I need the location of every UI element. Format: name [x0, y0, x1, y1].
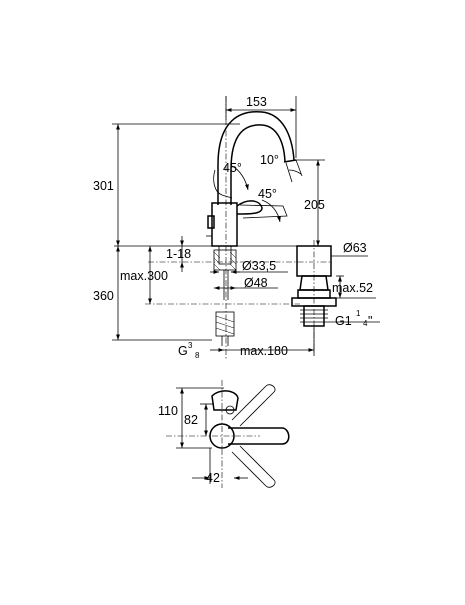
spout-outer [217, 111, 295, 205]
dim-max52: max.52 [332, 281, 373, 295]
dim-45-lower: 45° [258, 187, 277, 201]
dim-max300: max.300 [120, 269, 168, 283]
lever-45-outline [239, 204, 288, 219]
dim-1-18: 1-18 [166, 247, 191, 261]
angle-arc-10 [288, 169, 302, 175]
mounting-nut [213, 249, 237, 271]
dim-301: 301 [93, 179, 114, 193]
angle-arc-lower [261, 199, 281, 223]
dim-360: 360 [93, 289, 114, 303]
dim-g1-label: G1 [335, 314, 352, 328]
dim-g38-label: G [178, 344, 188, 358]
side-view: 153 301 45° 10° 45° 205 1-18 Ø63 Ø33,5 m… [93, 95, 380, 360]
dim-42: 42 [206, 471, 220, 485]
dim-g1-num: 1 [356, 309, 361, 318]
body-button [207, 215, 215, 229]
dim-d63: Ø63 [343, 241, 367, 255]
lever-diag-up [231, 384, 276, 427]
faucet-body [211, 202, 238, 247]
dim-d33-5: Ø33,5 [242, 259, 276, 273]
lever-top [211, 390, 239, 411]
hose-fitting [215, 311, 235, 337]
angle-arc-upper [231, 165, 249, 191]
top-view: 110 82 42 [158, 380, 290, 488]
dim-205: 205 [304, 198, 325, 212]
dim-max180: max.180 [240, 344, 288, 358]
dim-g1-den: 4 [363, 319, 368, 328]
dim-g38-num: 3 [188, 341, 193, 350]
shank [218, 245, 232, 265]
body-circle [209, 423, 235, 449]
dim-82: 82 [184, 413, 198, 427]
dim-110: 110 [158, 404, 178, 418]
spout-tip [283, 159, 297, 163]
dim-10: 10° [260, 153, 279, 167]
dim-45-upper: 45° [223, 161, 242, 175]
spout-inner [230, 124, 286, 205]
lever-up-outline [213, 169, 233, 199]
dim-g1-inch: " [368, 314, 372, 328]
dim-g38-den: 8 [195, 351, 200, 360]
drain-lever [291, 297, 337, 307]
lever-handle [236, 200, 263, 215]
lever-diag-down [231, 445, 276, 488]
dim-d48: Ø48 [244, 276, 268, 290]
spout-top [228, 427, 290, 445]
dim-153: 153 [246, 95, 267, 109]
